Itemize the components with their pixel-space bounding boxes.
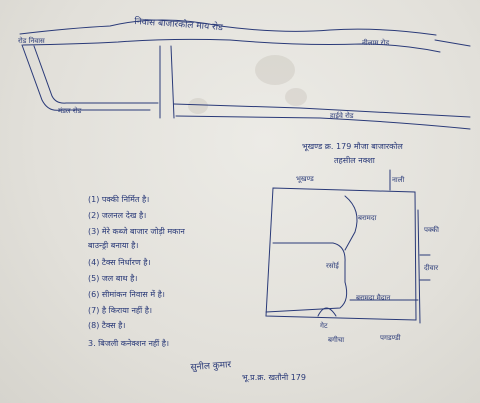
plot-label-bottom-right: पगडण्डी [380,334,401,342]
plot-label-room-bottom: बरामदा मैदान [356,294,391,302]
note-line: (1) पक्की निर्मित है। [88,195,150,204]
plot-subheading: तहसील नक्शा [334,156,375,165]
note-line: 3. बिजली कनेक्शन नहीं है। [88,339,170,348]
road-label-bottom-left: मंडल रोड [58,107,82,115]
note-line: (7) है किराया नहीं है। [88,306,153,315]
note-line: (3) मेरे कब्जे बाजार जोड़ी मकान [88,227,185,236]
plot-label-room-top: बरामदा [358,214,377,222]
plot-label-bottom-left: बगीचा [328,336,345,344]
signature-line: भू.प्र.क्र. खतौनी 179 [242,373,306,382]
plot-label-gate: गेट [320,322,328,330]
plot-label-room-mid: रसोई [326,262,339,270]
road-label-bottom-right: हाईवे रोड [330,112,354,120]
paper-stain [285,88,307,106]
plot-label-right-2: दीवार [424,264,439,272]
plot-label-top: भूखण्ड [296,175,314,183]
road-label-left-top: रोड निवास [18,37,45,45]
note-line: बाउन्ड्री बनाया है। [88,241,139,250]
plot-label-right-1: पक्की [424,226,439,234]
note-line: (4) टैक्स निर्धारण है। [88,258,151,267]
road-label-right-top: नीलाम रोड [362,39,390,47]
paper-stain [188,98,208,114]
note-line: (6) सीमांकन निवास में है। [88,290,165,299]
paper-stain [255,55,295,85]
plot-label-top-right: नाली [392,176,405,184]
plot-heading: भूखण्ड क्र. 179 मौजा बाजारकोल [302,142,403,151]
note-line: (2) जलनल देख है। [88,211,147,220]
note-line: (5) जल बाथ है। [88,274,138,283]
note-line: (8) टैक्स है। [88,321,126,330]
